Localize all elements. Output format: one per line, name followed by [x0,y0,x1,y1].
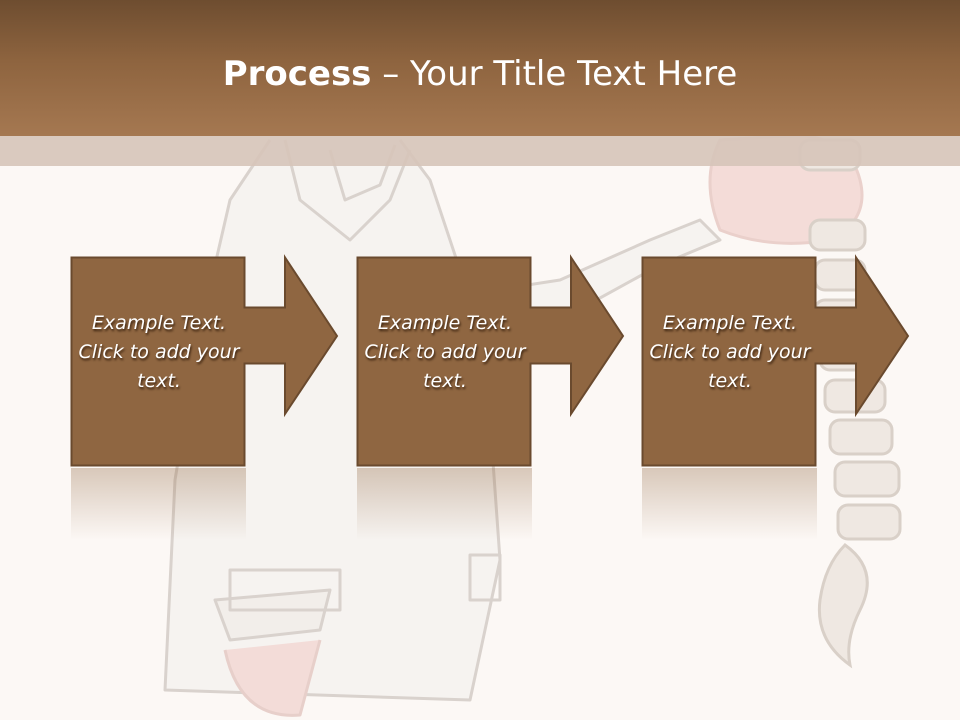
step-text[interactable]: Example Text. Click to add your text. [78,312,240,392]
step-reflection-1 [71,468,246,540]
step-text[interactable]: Example Text. Click to add your text. [649,312,811,392]
step-reflection-2 [357,468,532,540]
header-bar [0,0,960,136]
step-text[interactable]: Example Text. Click to add your text. [364,312,526,392]
title-bold: Process [222,54,372,94]
title-rest: – Your Title Text Here [371,54,738,94]
step-reflection-3 [642,468,817,540]
step-box [356,254,625,467]
process-step-3[interactable]: Example Text. Click to add your text. [641,254,942,467]
slide-title[interactable]: Process – Your Title Text Here [0,52,960,96]
step-box [70,254,339,467]
process-step-1[interactable]: Example Text. Click to add your text. [70,254,371,467]
process-step-2[interactable]: Example Text. Click to add your text. [356,254,657,467]
header-accent-band [0,136,960,166]
step-box [641,254,910,467]
